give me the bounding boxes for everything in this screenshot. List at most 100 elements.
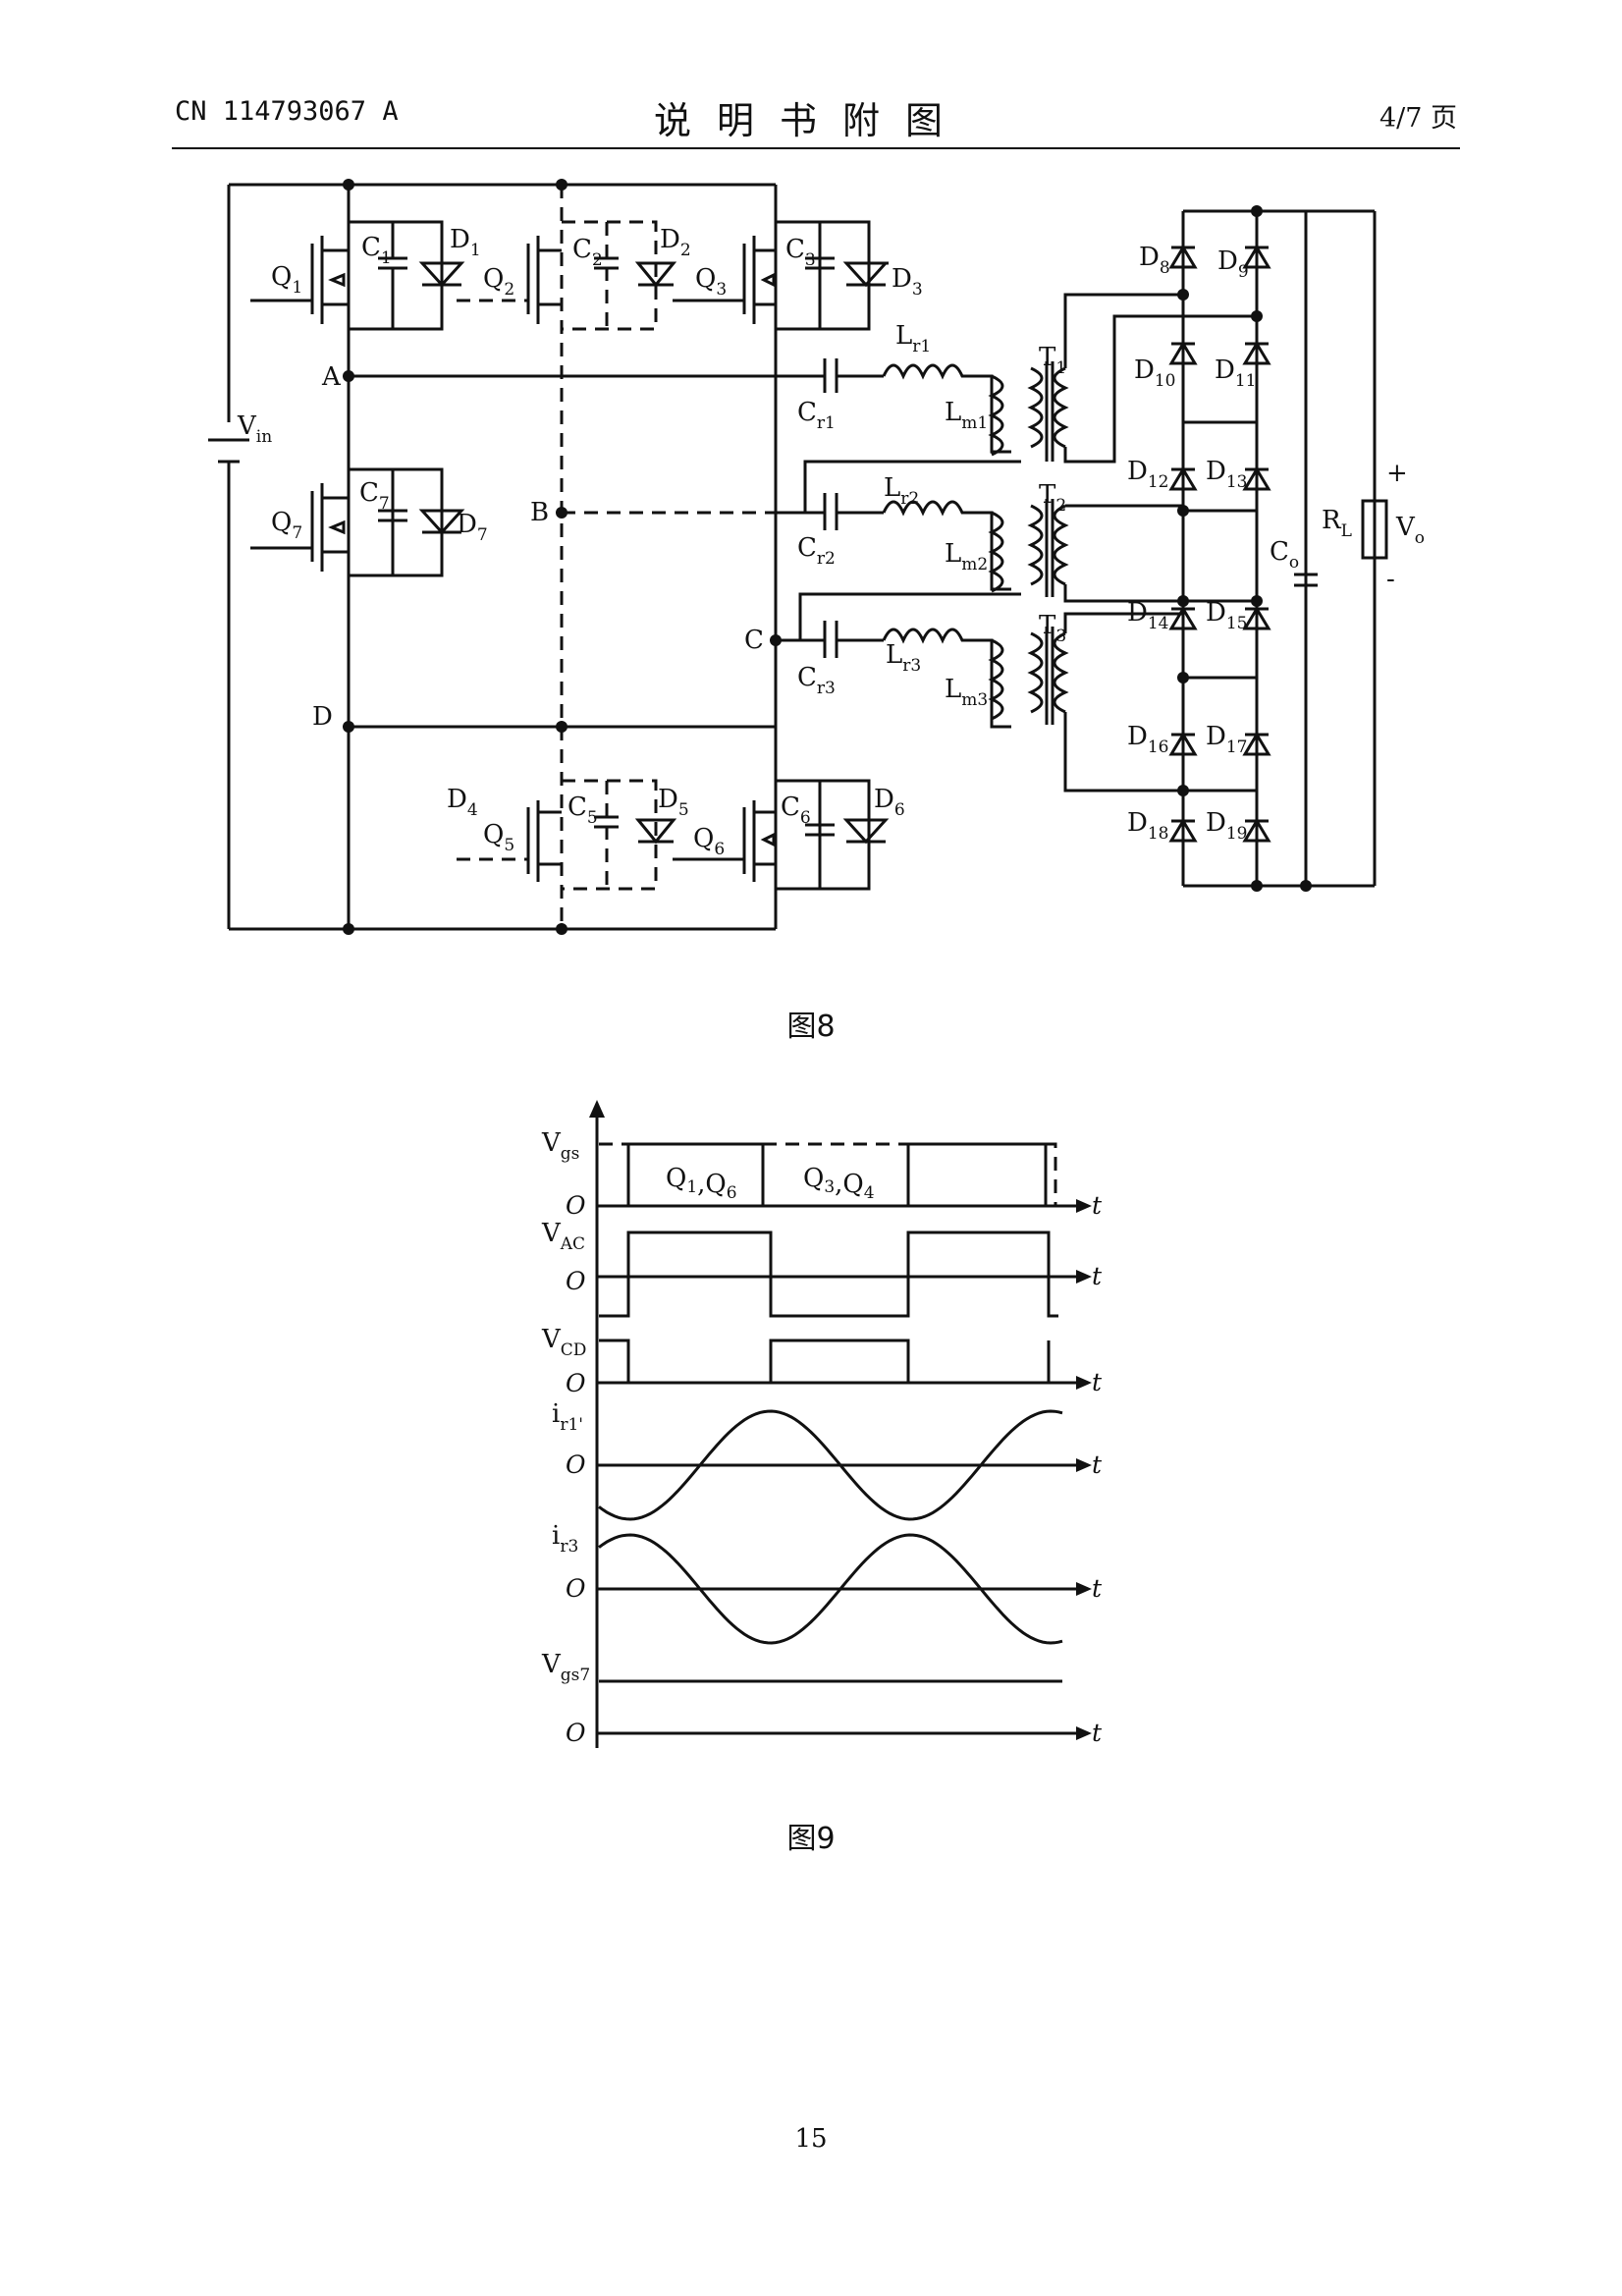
switch-cell-q2	[457, 220, 677, 331]
resonant-capacitor-label-cr3: Cr3	[797, 663, 836, 698]
diode-label-d9: D9	[1217, 246, 1249, 282]
source-label-vin: Vin	[237, 411, 272, 447]
axis-arrow	[1076, 1376, 1092, 1390]
node-B-dot	[556, 507, 568, 519]
diode-label-d13: D13	[1206, 457, 1248, 492]
vgs-solid-pulse	[626, 1142, 1048, 1206]
magnetizing-inductor-label-lm3: Lm3	[945, 675, 988, 710]
diode-symbol	[1242, 818, 1271, 843]
diode-label-d4: D4	[447, 785, 478, 820]
junction-dot	[343, 179, 354, 191]
node-D-dot	[343, 721, 354, 733]
diode-symbol	[1168, 341, 1198, 365]
capacitor-label-c6: C6	[781, 793, 811, 828]
trace-label-ir1: ir1'	[552, 1399, 583, 1435]
diode-symbol	[1242, 732, 1271, 756]
junction-dot	[343, 923, 354, 935]
waveform-traces	[598, 1142, 1063, 1683]
axis-arrow	[1076, 1458, 1092, 1472]
axis-arrow	[1076, 1270, 1092, 1284]
figure-8-caption: 图8	[786, 1010, 836, 1044]
document-number: CN 114793067 A	[175, 96, 399, 127]
capacitor-label-c2: C2	[572, 235, 603, 270]
trace-label-vgs7: Vgs7	[541, 1650, 590, 1685]
rectifier-ladder	[1181, 209, 1377, 888]
plus-sign: +	[1386, 459, 1408, 488]
diode-symbol	[1242, 245, 1271, 269]
diode-label-d18: D18	[1127, 808, 1169, 844]
time-label: t	[1092, 1262, 1103, 1290]
capacitor-label-c1: C1	[361, 233, 392, 268]
minus-sign: -	[1386, 565, 1395, 594]
diode-label-d5: D5	[658, 785, 689, 820]
vac-waveform	[599, 1230, 1058, 1318]
axis-arrow	[1076, 1582, 1092, 1596]
resonant-inductor-label-lr3: Lr3	[886, 640, 921, 676]
node-label-d: D	[312, 702, 333, 732]
origin-label: O	[566, 1267, 586, 1295]
diode-label-d6: D6	[874, 785, 905, 820]
diode-label-d19: D19	[1206, 808, 1248, 844]
dc-source-symbol	[208, 438, 249, 464]
switch-label-q3: Q3	[695, 264, 727, 300]
resonant-capacitor-label-cr2: Cr2	[797, 533, 836, 569]
switch-label-q2: Q2	[483, 264, 514, 300]
origin-label: O	[566, 1369, 586, 1397]
origin-label: O	[566, 1191, 586, 1220]
diode-label-d17: D17	[1206, 722, 1248, 757]
origin-label: O	[566, 1450, 586, 1479]
diode-symbol	[1242, 466, 1271, 491]
resonant-tank-2	[776, 460, 1183, 603]
pulse-label: Q1,Q6	[666, 1164, 737, 1203]
diode-symbol	[1168, 732, 1198, 756]
junction-dot	[556, 721, 568, 733]
diode-label-d14: D14	[1127, 598, 1169, 633]
figure-8-circuit-diagram: ABCDVinQ1Q2Q3Q5Q6Q7C1C2C3C5C6C7D1D2D3D4D…	[208, 179, 1425, 935]
page-number: 15	[794, 2124, 828, 2154]
switch-cell-q6	[673, 779, 890, 891]
node-label-a: A	[321, 362, 342, 392]
page-title: 说明书附图	[653, 99, 968, 142]
switch-label-q7: Q7	[271, 508, 302, 543]
switch-label-q6: Q6	[693, 824, 725, 859]
trace-label-vgs: Vgs	[541, 1128, 579, 1164]
page-fraction: 4/7 页	[1379, 103, 1457, 134]
resonant-inductor-label-lr1: Lr1	[895, 321, 931, 356]
transformer-label-t1: T1	[1039, 343, 1066, 378]
load-label-rl: RL	[1322, 506, 1352, 541]
resonant-tank-3	[776, 592, 1183, 793]
time-label: t	[1092, 1719, 1103, 1747]
diode-label-d11: D11	[1215, 355, 1257, 391]
capacitor-label-c7: C7	[359, 478, 390, 514]
figure-9-caption: 图9	[786, 1822, 836, 1856]
diode-label-d8: D8	[1139, 243, 1170, 278]
diode-label-d3: D3	[892, 264, 923, 300]
vgs-dashed-pulse	[599, 1142, 1057, 1206]
switch-label-q1: Q1	[271, 262, 302, 298]
node-A-dot	[343, 370, 354, 382]
trace-label-ir3: ir3	[552, 1521, 578, 1557]
axis-arrow	[1076, 1199, 1092, 1213]
time-label: t	[1092, 1450, 1103, 1479]
diode-label-d16: D16	[1127, 722, 1169, 757]
ir1-waveform	[598, 1409, 1063, 1521]
diode-label-d1: D1	[450, 225, 481, 260]
diode-symbol	[1168, 818, 1198, 843]
diode-symbol	[1168, 245, 1198, 269]
switch-cell-q1	[250, 220, 465, 331]
switch-label-q5: Q5	[483, 820, 514, 855]
junction-dot	[556, 923, 568, 935]
transformer-label-t2: T2	[1039, 480, 1066, 516]
magnetizing-inductor-label-lm1: Lm1	[945, 398, 988, 433]
diode-label-d2: D2	[660, 225, 691, 260]
junction-dot	[556, 179, 568, 191]
magnetizing-inductor-label-lm2: Lm2	[945, 539, 988, 574]
time-label: t	[1092, 1191, 1103, 1220]
axis-arrow	[1076, 1726, 1092, 1740]
node-label-c: C	[744, 626, 764, 655]
ir3-waveform	[598, 1533, 1063, 1645]
diode-symbol	[1168, 466, 1198, 491]
